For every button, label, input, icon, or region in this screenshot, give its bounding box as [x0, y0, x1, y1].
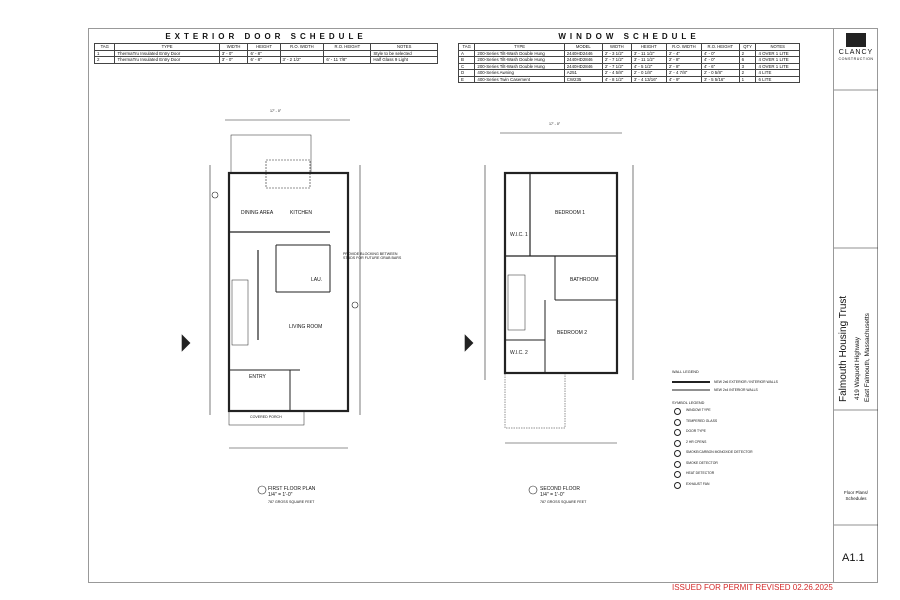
area-second-floor: 787 GROSS SQUARE FEET	[540, 500, 587, 504]
drawing-sheet-border	[88, 28, 878, 583]
window-schedule-cell: 3' - 5 5/16"	[700, 75, 740, 83]
room-label-bathroom: BATHROOM	[570, 277, 599, 283]
wall-legend-title: WALL LEGEND	[672, 370, 699, 374]
symbol-legend-item: DOOR TYPE	[672, 429, 753, 440]
first-floor-plan	[181, 119, 361, 449]
company-logo-icon	[846, 33, 866, 47]
scale-second-floor: 1/4" = 1'-0"	[540, 492, 565, 498]
project-address-2: East Falmouth, Massachusetts	[864, 313, 871, 402]
symbol-label: EXHAUST FAN	[686, 481, 710, 486]
scale-first-floor: 1/4" = 1'-0"	[268, 492, 293, 498]
symbol-label: HEAT DETECTOR	[686, 471, 715, 475]
caption-first-floor: FIRST FLOOR PLAN	[268, 486, 316, 492]
dim-first-overall: 17' - 0"	[270, 109, 282, 113]
window-schedule-cell: E	[457, 75, 476, 83]
door-schedule-cell: 6' - 8"	[247, 56, 281, 64]
room-label-laundry: LAU.	[311, 277, 323, 283]
symbol-icon	[674, 429, 681, 436]
window-schedule-cell: 4 OVER 1 LITE	[755, 62, 800, 70]
window-schedule-title: WINDOW SCHEDULE	[558, 32, 700, 41]
window-schedule-cell: 400-Series Awning	[474, 69, 565, 77]
symbol-legend-item: TEMPERED GLASS	[672, 418, 753, 430]
window-schedule-cell: 6 LITE	[755, 75, 800, 83]
door-schedule-cell: 2	[93, 56, 116, 64]
wall-legend-1: NEW 2x6 EXTERIOR / INTERIOR WALLS	[714, 380, 778, 384]
door-schedule-title: EXTERIOR DOOR SCHEDULE	[165, 32, 367, 41]
window-schedule-cell: 4 LITE	[755, 69, 800, 77]
permit-stamp: ISSUED FOR PERMIT REVISED 02.26.2025	[672, 583, 833, 592]
symbol-label: WINDOW TYPE	[686, 408, 711, 412]
window-schedule-cell: 2' - 8"	[665, 62, 702, 70]
window-schedule-cell: 4' - 9"	[665, 75, 702, 83]
window-schedule-cell: A251	[563, 69, 603, 77]
sheet-title: Floor Plans/ Schedules	[843, 490, 868, 501]
symbol-icon	[674, 471, 681, 478]
wall-legend-2: NEW 2x4 INTERIOR WALLS	[714, 388, 758, 392]
company-name: CLANCY	[838, 49, 874, 56]
symbol-label: SMOKE/CARBON MONOXIDE DETECTOR	[686, 450, 753, 454]
symbol-legend-item: HEAT DETECTOR	[672, 471, 753, 482]
window-schedule-cell: 4' - 6"	[700, 62, 740, 70]
title-block	[833, 28, 878, 583]
symbol-legend-item: WINDOW TYPE	[672, 408, 753, 419]
note-blocking: PROVIDE BLOCKING BETWEEN STUDS FOR FUTUR…	[343, 252, 402, 261]
room-label-wic1: W.I.C. 1	[510, 232, 528, 238]
symbol-label: SMOKE DETECTOR	[686, 460, 718, 465]
window-schedule-cell: 2440HD2846	[563, 62, 603, 70]
area-first-floor: 787 GROSS SQUARE FEET	[268, 500, 315, 504]
symbol-icon	[674, 450, 681, 457]
symbol-label: 2 HR CPENS	[686, 439, 707, 444]
room-label-living: LIVING ROOM	[289, 324, 323, 330]
room-label-kitchen: KITCHEN	[290, 210, 312, 216]
symbol-legend-item: SMOKE DETECTOR	[672, 460, 753, 472]
symbol-icon	[674, 418, 681, 426]
window-schedule-cell: CW235	[563, 75, 603, 83]
symbol-legend-item: 2 HR CPENS	[672, 439, 753, 451]
room-label-bedroom2: BEDROOM 2	[557, 330, 588, 336]
symbol-icon	[674, 460, 681, 468]
symbol-icon	[674, 439, 681, 447]
project-address-1: 419 Waquoit Highway	[854, 337, 861, 400]
room-label-entry: ENTRY	[249, 374, 266, 380]
door-schedule-cell: ThermaTru Insulated Entry Door	[114, 56, 220, 64]
symbol-icon	[674, 408, 681, 415]
symbol-label: DOOR TYPE	[686, 429, 706, 433]
door-schedule-cell: Half Glass 9 Light	[370, 56, 438, 64]
symbol-label: TEMPERED GLASS	[686, 418, 718, 423]
window-schedule-cell: 2' - 4 7/8"	[665, 69, 702, 77]
dim-second-overall: 17' - 0"	[549, 122, 561, 126]
company-sub: CONSTRUCTION	[838, 57, 874, 61]
door-schedule-cell: 6' - 11 7/8"	[323, 56, 372, 64]
second-floor-plan	[464, 132, 634, 444]
room-label-dining: DINING AREA	[241, 210, 274, 216]
symbol-legend-list: WINDOW TYPE TEMPERED GLASS DOOR TYPE 2 HR C…	[672, 408, 753, 492]
room-label-wic2: W.I.C. 2	[510, 350, 528, 356]
window-schedule-cell: 2' - 0 5/8"	[700, 69, 740, 77]
symbol-legend-item: EXHAUST FAN	[672, 481, 753, 493]
window-schedule-cell: C	[457, 62, 476, 70]
project-name: Falmouth Housing Trust	[838, 295, 849, 402]
symbol-legend-title: SYMBOL LEGEND	[672, 401, 705, 405]
symbol-icon	[674, 481, 681, 489]
room-label-bedroom1: BEDROOM 1	[555, 210, 586, 216]
window-schedule-cell: D	[457, 69, 476, 77]
caption-second-floor: SECOND FLOOR	[540, 486, 581, 492]
window-schedule-cell: 200-Series Tilt-Wash Double Hung	[474, 62, 565, 70]
symbol-legend-item: SMOKE/CARBON MONOXIDE DETECTOR	[672, 450, 753, 461]
window-schedule-cell: 400-Series Twin Casement	[474, 75, 565, 83]
sheet-number: A1.1	[842, 552, 865, 564]
note-porch: COVERED PORCH	[250, 415, 282, 419]
